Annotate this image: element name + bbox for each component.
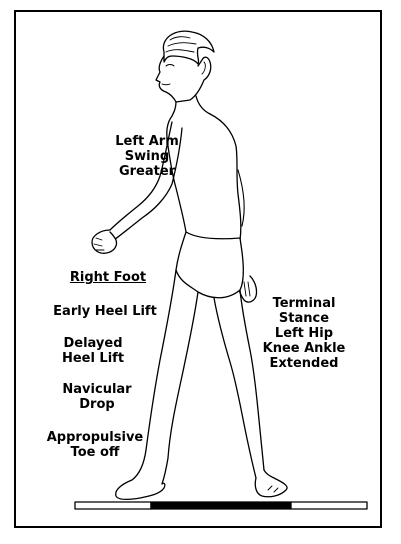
label-line: Drop	[52, 397, 142, 412]
label-early-heel-lift: Early Heel Lift	[40, 304, 170, 319]
label-line: Stance	[248, 311, 360, 326]
label-line: Heel Lift	[48, 351, 138, 366]
label-line: Terminal	[248, 296, 360, 311]
walkway-black-center	[151, 502, 291, 509]
back-foot	[255, 470, 287, 497]
label-line: Toe off	[40, 445, 150, 460]
label-line: Extended	[248, 356, 360, 371]
hair	[163, 31, 214, 64]
label-line: Greater	[92, 164, 202, 179]
shorts	[176, 232, 243, 298]
label-left-arm-swing: Left Arm Swing Greater	[92, 134, 202, 179]
walkway-white-right	[291, 502, 367, 509]
label-terminal-stance: Terminal Stance Left Hip Knee Ankle Exte…	[248, 296, 360, 371]
label-line: Navicular	[52, 382, 142, 397]
label-navicular-drop: Navicular Drop	[52, 382, 142, 412]
label-line: Left Arm	[92, 134, 202, 149]
label-delayed-heel-lift: Delayed Heel Lift	[48, 336, 138, 366]
walkway-white-left	[75, 502, 151, 509]
label-line: Delayed	[48, 336, 138, 351]
label-line: Left Hip	[248, 326, 360, 341]
front-foot	[116, 480, 165, 499]
torso-back	[210, 114, 241, 240]
head-outline	[156, 56, 211, 102]
label-line: Swing	[92, 149, 202, 164]
label-appropulsive-toe-off: Appropulsive Toe off	[40, 430, 150, 460]
label-line: Appropulsive	[40, 430, 150, 445]
label-line: Knee Ankle	[248, 341, 360, 356]
label-right-foot-heading: Right Foot	[58, 270, 158, 285]
